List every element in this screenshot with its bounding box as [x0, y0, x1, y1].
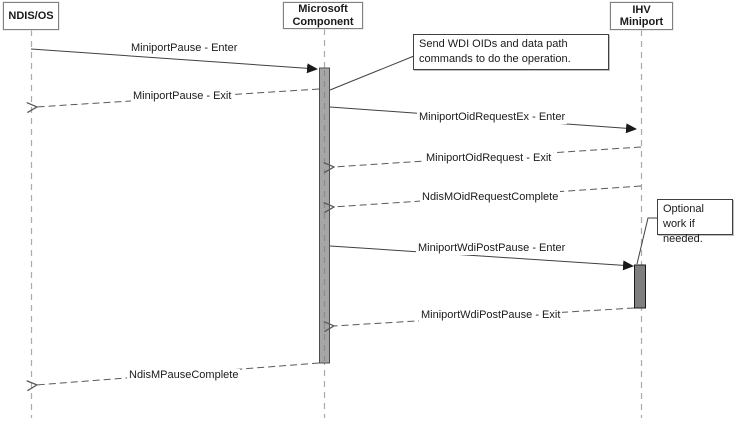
actor-box-ndis: NDIS/OS	[3, 2, 59, 30]
ihv-activation-bar	[634, 264, 646, 309]
message-line-miniport-pause-exit	[36, 88, 320, 107]
message-label-miniport-pause-exit: MiniportPause - Exit	[131, 90, 234, 103]
actor-label-ndis: NDIS/OS	[8, 9, 54, 22]
message-line-miniport-pause-enter	[30, 48, 318, 74]
actor-label-ihv-line2: Miniport	[619, 16, 664, 28]
message-label-miniport-wdi-post-pause-exit: MiniportWdiPostPause - Exit	[419, 309, 563, 322]
actor-box-ihv-miniport: IHV Miniport	[610, 2, 673, 30]
actor-label-ihv-line1: IHV	[632, 3, 651, 16]
message-label-miniport-oid-request-exit: MiniportOidRequest - Exit	[424, 152, 554, 165]
message-line-miniport-wdi-post-pause-enter	[329, 245, 634, 271]
message-label-miniport-pause-enter: MiniportPause - Enter	[129, 42, 240, 55]
message-label-ndism-oid-request-complete: NdisMOidRequestComplete	[420, 191, 561, 204]
message-label-miniport-oid-request-ex-enter: MiniportOidRequestEx - Enter	[417, 111, 568, 124]
message-line-ndism-pause-complete	[36, 362, 320, 385]
note-optional-work: Optional work if needed.	[657, 199, 733, 245]
actor-label-microsoft-line2: Component	[292, 15, 354, 28]
note-send-wdi-oids: Send WDI OIDs and data path commands to …	[413, 34, 609, 70]
actor-label-microsoft-line1: Microsoft	[298, 3, 348, 15]
note-connector-optional-work	[636, 217, 658, 265]
message-label-ndism-pause-complete: NdisMPauseComplete	[127, 369, 241, 382]
message-label-miniport-wdi-post-pause-enter: MiniportWdiPostPause - Enter	[416, 242, 568, 255]
note-connector-send-wdi	[329, 55, 415, 91]
message-line-miniport-wdi-post-pause-exit	[333, 307, 635, 326]
actor-box-microsoft-component: Microsoft Component	[283, 2, 363, 29]
